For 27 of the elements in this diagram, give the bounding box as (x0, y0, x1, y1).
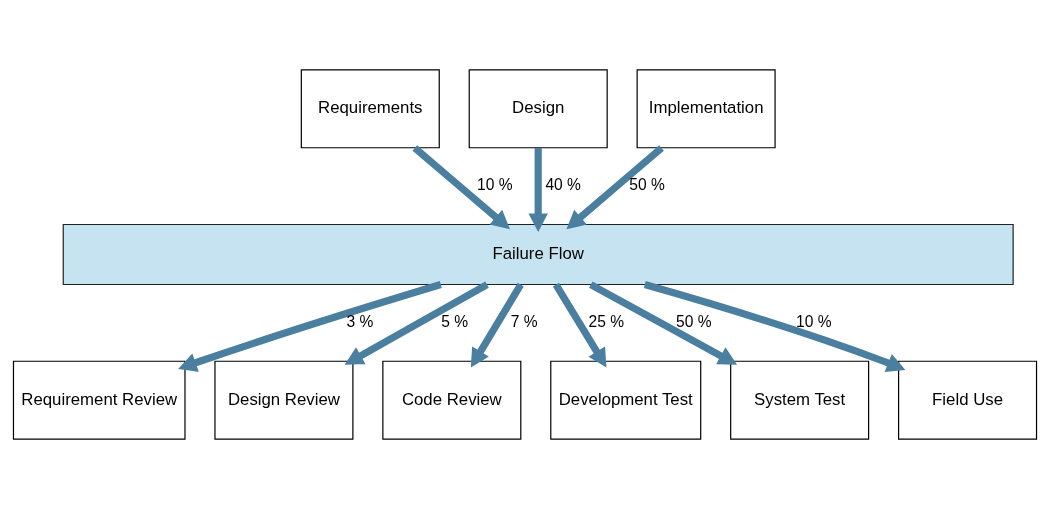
arrow (528, 147, 548, 232)
edge-label: 10 % (477, 175, 513, 193)
node-box: Requirement Review (12, 360, 186, 440)
edge-label: 5 % (441, 312, 469, 330)
node-box: Design (468, 68, 608, 148)
arrow (344, 280, 489, 365)
edge-label: 3 % (346, 312, 374, 330)
node-box: Implementation (636, 68, 776, 148)
edge-label: 50 % (676, 312, 712, 330)
arrow (589, 280, 738, 365)
node-box: Design Review (214, 360, 354, 440)
node-box: Requirements (300, 68, 440, 148)
edge-label: 50 % (629, 175, 665, 193)
node-box: System Test (730, 360, 870, 440)
arrow (566, 144, 664, 229)
edge-label: 7 % (510, 312, 538, 330)
edge-label: 10 % (796, 312, 832, 330)
node-box: Development Test (550, 360, 702, 440)
arrow (412, 144, 510, 229)
edge-label: 40 % (545, 175, 581, 193)
node-box: Failure Flow (62, 223, 1014, 285)
node-box: Field Use (898, 360, 1038, 440)
arrow (178, 280, 442, 372)
arrow (552, 282, 607, 367)
node-box: Code Review (382, 360, 522, 440)
edge-label: 25 % (588, 312, 625, 330)
arrow (470, 282, 524, 367)
